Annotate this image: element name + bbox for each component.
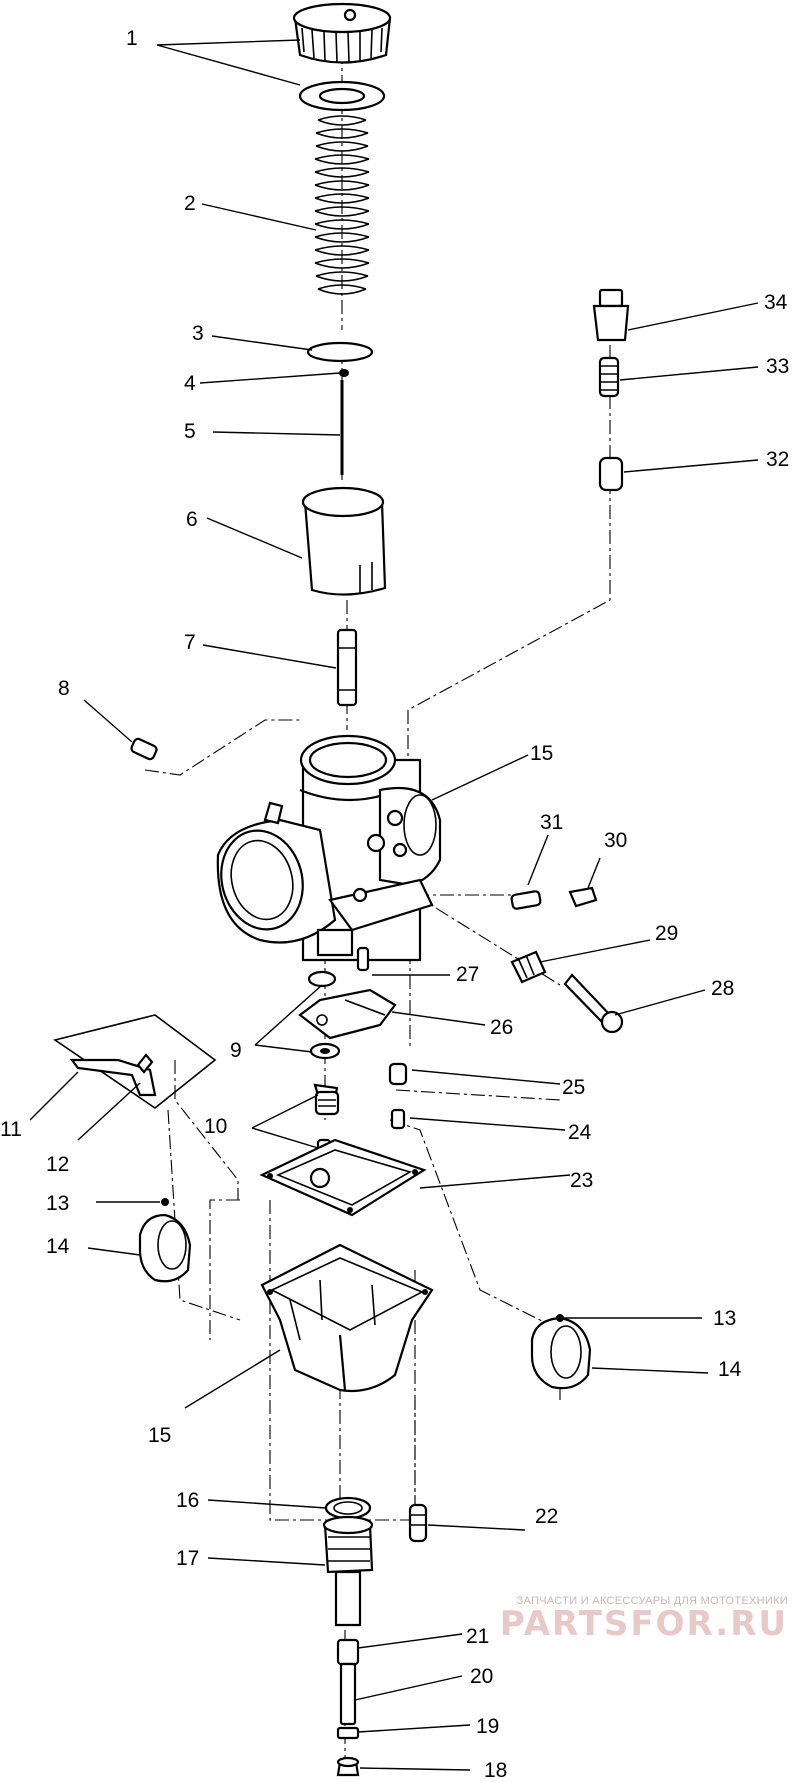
label-4: 4 <box>184 372 196 395</box>
label-31: 31 <box>540 811 564 834</box>
float-right <box>530 1316 592 1390</box>
label-5: 5 <box>184 420 196 443</box>
washer-9-top <box>307 970 337 988</box>
label-22: 22 <box>535 1505 559 1528</box>
ring-19 <box>336 1726 360 1740</box>
label-6: 6 <box>186 508 198 531</box>
label-15-top: 15 <box>530 742 554 765</box>
float-bowl <box>260 1243 434 1393</box>
float-pin-13-right <box>556 1314 564 1322</box>
needle-clip <box>339 369 349 377</box>
label-2: 2 <box>184 192 196 215</box>
label-8: 8 <box>58 677 70 700</box>
jet-21 <box>336 1638 360 1666</box>
label-12: 12 <box>46 1153 70 1176</box>
float-arm-12 <box>69 1053 157 1097</box>
cap-washer <box>298 80 386 112</box>
o-ring-16 <box>324 1496 372 1520</box>
float-bowl-gasket <box>259 1138 427 1217</box>
watermark-brand: PARTSFOR.RU <box>499 1604 788 1644</box>
label-9: 9 <box>230 1039 242 1062</box>
carb-cap <box>292 2 392 64</box>
fitting-34 <box>592 288 630 342</box>
label-29: 29 <box>655 922 679 945</box>
label-30: 30 <box>604 829 628 852</box>
spring-33 <box>598 356 620 398</box>
float-pin-plate <box>298 988 397 1040</box>
throttle-slide <box>301 486 387 596</box>
throttle-spring <box>314 115 370 295</box>
pilot-jet-24 <box>390 1108 406 1130</box>
label-17: 17 <box>176 1547 200 1570</box>
float-pin-13-left <box>161 1198 169 1206</box>
needle-jet <box>336 628 358 707</box>
label-18: 18 <box>484 1759 508 1782</box>
float-arm-11 <box>53 1014 217 1109</box>
label-16: 16 <box>176 1489 200 1512</box>
label-13-left: 13 <box>46 1192 70 1215</box>
spring-31 <box>510 890 542 910</box>
label-3: 3 <box>192 322 204 345</box>
label-1: 1 <box>126 27 138 50</box>
screw-30 <box>568 886 598 908</box>
carburetor-body <box>216 734 442 962</box>
screw-22 <box>408 1503 428 1543</box>
label-23: 23 <box>570 1169 594 1192</box>
pilot-jet-25 <box>388 1062 408 1086</box>
leader-lines <box>29 39 759 1771</box>
needle-retainer-plate <box>306 341 374 363</box>
label-13-right: 13 <box>713 1307 737 1330</box>
screw-27 <box>356 946 370 972</box>
label-15-bottom: 15 <box>148 1424 172 1447</box>
washer-9-bottom <box>309 1042 341 1060</box>
float-left <box>138 1213 192 1283</box>
label-28: 28 <box>711 977 735 1000</box>
label-32: 32 <box>766 448 790 471</box>
plug-8 <box>130 737 158 761</box>
label-19: 19 <box>476 1715 500 1738</box>
label-26: 26 <box>490 1016 514 1039</box>
label-14-left: 14 <box>46 1235 70 1258</box>
label-33: 33 <box>766 355 790 378</box>
plunger-32 <box>598 456 624 492</box>
label-10: 10 <box>204 1115 228 1138</box>
watermark: ЗАПЧАСТИ И АКСЕССУАРЫ ДЛЯ МОТОТЕХНИКИ PA… <box>500 1595 788 1641</box>
watermark-tagline: ЗАПЧАСТИ И АКСЕССУАРЫ ДЛЯ МОТОТЕХНИКИ <box>516 1595 788 1607</box>
label-14-right: 14 <box>718 1358 742 1381</box>
label-20: 20 <box>470 1665 494 1688</box>
tube-20 <box>339 1662 357 1726</box>
label-7: 7 <box>184 631 196 654</box>
spring-29 <box>510 950 547 984</box>
label-25: 25 <box>562 1076 586 1099</box>
screw-28 <box>563 973 624 1034</box>
label-34: 34 <box>764 291 788 314</box>
main-jet-18 <box>336 1756 360 1777</box>
label-11: 11 <box>0 1118 22 1141</box>
label-24: 24 <box>568 1121 592 1144</box>
label-21: 21 <box>466 1625 490 1648</box>
drain-fitting-17 <box>322 1515 374 1627</box>
label-27: 27 <box>456 963 480 986</box>
